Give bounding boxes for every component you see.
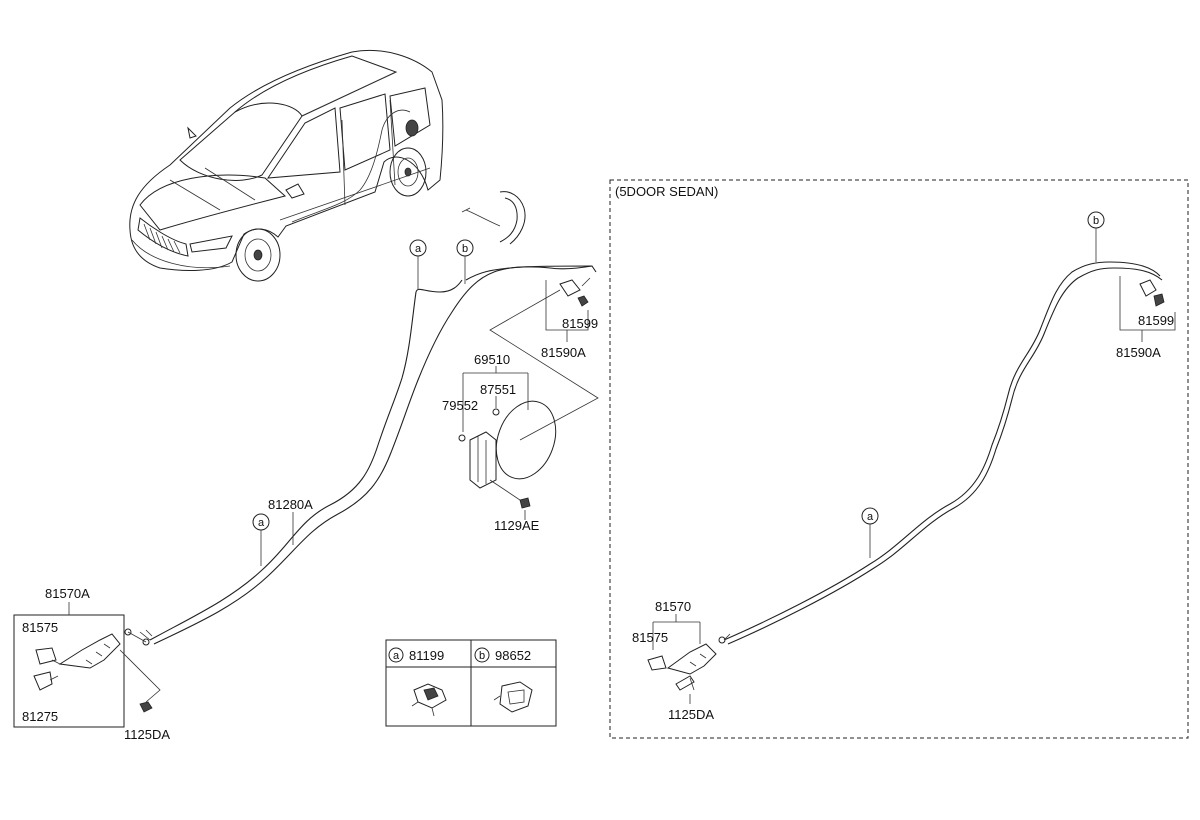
svg-text:b: b — [1093, 215, 1099, 227]
sedan-variant-panel: (5DOOR SEDAN) b a 81599 815 — [609, 179, 1189, 739]
legend-row-b: b 98652 — [474, 647, 531, 663]
label-81575-right: 81575 — [632, 630, 668, 645]
label-81599-right: 81599 — [1138, 313, 1174, 328]
label-87551: 87551 — [480, 382, 516, 397]
legend-table: a 81199 b 98652 — [385, 639, 557, 727]
fuel-door-actuator-left — [489, 277, 599, 441]
label-81275: 81275 — [22, 709, 58, 724]
label-1125da-left: 1125DA — [124, 727, 170, 742]
latch-assembly-box — [13, 614, 161, 728]
label-81599-left: 81599 — [562, 316, 598, 331]
label-81570a: 81570A — [45, 586, 90, 601]
fuel-filler-flap-assembly — [458, 366, 557, 520]
filler-neck-tube — [461, 191, 526, 245]
bubble-a-low: a — [252, 513, 270, 566]
svg-text:a: a — [867, 511, 874, 523]
label-81570: 81570 — [655, 599, 691, 614]
label-1125da-right: 1125DA — [668, 707, 714, 722]
bubble-b-top: b — [456, 239, 474, 284]
svg-text:a: a — [393, 650, 400, 662]
sedan-panel-title: (5DOOR SEDAN) — [615, 184, 718, 199]
clip-81199-icon — [411, 683, 447, 717]
sedan-bubble-a: a — [861, 507, 879, 558]
svg-text:a: a — [258, 517, 265, 529]
clip-98652-icon — [493, 681, 533, 713]
label-1129ae: 1129AE — [494, 518, 540, 533]
svg-text:b: b — [462, 243, 468, 255]
bubble-a-top: a — [409, 239, 427, 290]
label-81590a-right: 81590A — [1116, 345, 1161, 360]
label-81280a: 81280A — [268, 497, 313, 512]
svg-text:b: b — [479, 650, 485, 662]
label-79552: 79552 — [442, 398, 478, 413]
release-cable-81280a — [124, 265, 597, 646]
label-69510: 69510 — [474, 352, 510, 367]
legend-part-98652: 98652 — [495, 648, 531, 663]
svg-text:a: a — [415, 243, 422, 255]
legend-row-a: a 81199 — [388, 647, 444, 663]
label-81575-left: 81575 — [22, 620, 58, 635]
legend-part-81199: 81199 — [409, 648, 444, 663]
car-illustration — [129, 49, 444, 282]
sedan-bubble-b: b — [1087, 211, 1105, 262]
label-81590a-left: 81590A — [541, 345, 586, 360]
